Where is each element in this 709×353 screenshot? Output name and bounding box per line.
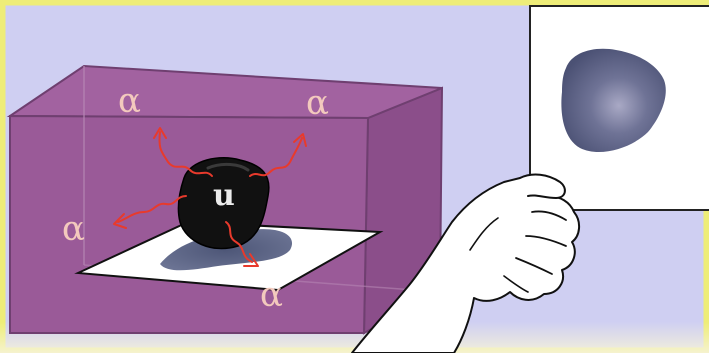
arrow-upper-left [158, 131, 213, 177]
alpha-emission-arrows [113, 127, 307, 267]
palm-line [469, 217, 499, 251]
finger-crease-4 [503, 275, 529, 293]
finger-crease-3 [515, 257, 553, 275]
rock-highlight [206, 162, 250, 172]
alpha-label-bottom: α [260, 275, 283, 315]
uranium-label: u [213, 178, 235, 213]
finger-crease-2 [525, 235, 567, 247]
developed-film [529, 5, 709, 211]
thumb [519, 173, 566, 200]
arrowhead-upper-right [293, 133, 307, 147]
hand-holding-film [351, 173, 580, 353]
plate-exposure-shadow [160, 229, 293, 271]
alpha-label-top-left: α [118, 81, 141, 121]
arrowhead-upper-left [153, 127, 167, 139]
film-exposure-image [561, 48, 666, 153]
arrowhead-left [113, 213, 127, 229]
arrowhead-lower-right [243, 253, 259, 267]
alpha-label-top-right: α [306, 83, 329, 123]
finger-crease-1 [531, 210, 567, 221]
alpha-label-left: α [62, 209, 85, 249]
hand-outline [351, 176, 580, 353]
arrow-upper-right [249, 137, 303, 177]
film-card [529, 5, 709, 211]
arrow-left [117, 195, 187, 223]
radioactive-rock [177, 157, 270, 250]
arrow-lower-right [225, 221, 253, 263]
